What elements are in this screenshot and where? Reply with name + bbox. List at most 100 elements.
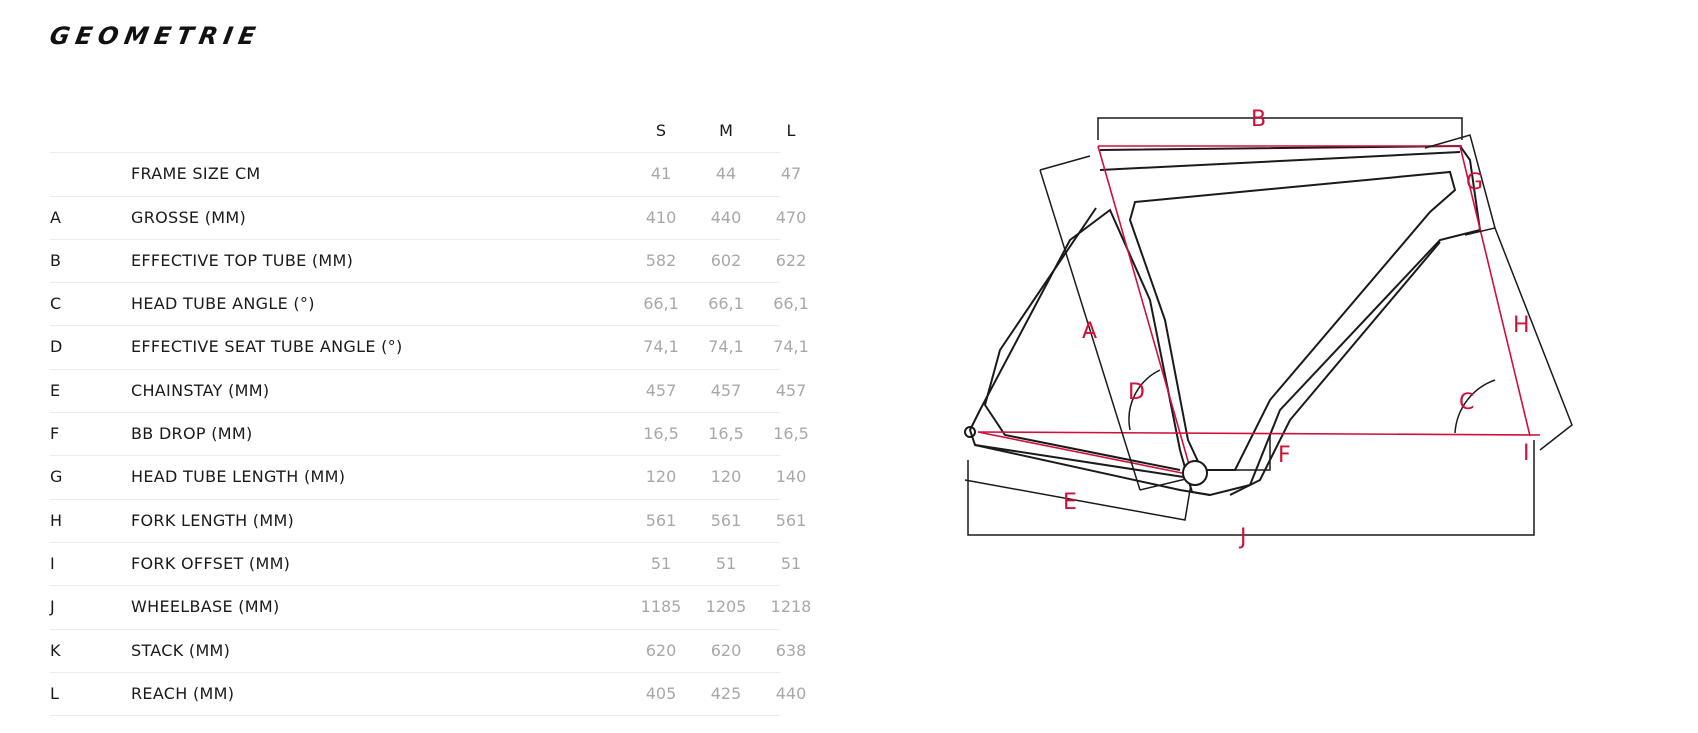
row-key: A: [50, 207, 61, 227]
row-label: EFFECTIVE SEAT TUBE ANGLE (°): [131, 337, 403, 357]
value-m: 602: [710, 250, 742, 270]
value-m: 16,5: [708, 424, 744, 444]
value-s: 457: [645, 380, 677, 400]
table-row: D EFFECTIVE SEAT TUBE ANGLE (°) 74,1 74,1 74…: [50, 326, 809, 370]
value-m: 440: [710, 207, 742, 227]
row-key: J: [50, 597, 55, 617]
label-i: I: [1523, 441, 1530, 466]
value-s: 51: [650, 553, 672, 573]
value-s: 405: [645, 683, 677, 703]
value-m: 457: [710, 380, 742, 400]
label-f: F: [1278, 443, 1291, 468]
label-h: H: [1513, 313, 1530, 338]
label-j: J: [1238, 525, 1247, 550]
value-s: 620: [645, 640, 677, 660]
row-key: B: [50, 250, 61, 270]
row-key: K: [50, 640, 61, 660]
table-row: C HEAD TUBE ANGLE (°) 66,1 66,1 66,1: [50, 283, 809, 327]
value-s: 66,1: [643, 294, 679, 314]
row-label: FRAME SIZE CM: [131, 164, 261, 184]
bike-frame-outline: [968, 144, 1482, 497]
table-row: F BB DROP (MM) 16,5 16,5 16,5: [50, 413, 809, 457]
row-label: STACK (MM): [131, 640, 231, 660]
table-row: L REACH (MM) 405 425 440: [50, 673, 806, 717]
value-s: 41: [650, 164, 672, 184]
row-key: I: [50, 553, 55, 573]
table-row: B EFFECTIVE TOP TUBE (MM) 582 602 622: [50, 240, 806, 284]
table-row: FRAME SIZE CM 41 44 47: [50, 153, 801, 197]
column-header-l: L: [786, 121, 796, 140]
row-label: FORK LENGTH (MM): [131, 510, 295, 530]
row-label: HEAD TUBE LENGTH (MM): [131, 467, 346, 487]
value-s: 74,1: [643, 337, 679, 357]
accent-geometry-lines: [977, 145, 1541, 476]
label-a: A: [1082, 319, 1097, 344]
value-s: 16,5: [643, 424, 679, 444]
frame-geometry-diagram: B G A H D C F I E J: [964, 107, 1573, 550]
value-l: 66,1: [773, 294, 809, 314]
value-l: 440: [775, 683, 807, 703]
row-label: EFFECTIVE TOP TUBE (MM): [131, 250, 354, 270]
value-l: 470: [775, 207, 807, 227]
value-l: 638: [775, 640, 807, 660]
value-s: 410: [645, 207, 677, 227]
value-m: 74,1: [708, 337, 744, 357]
value-m: 425: [710, 683, 742, 703]
row-key: L: [50, 683, 59, 703]
row-key: H: [50, 510, 63, 530]
label-g: G: [1466, 170, 1483, 195]
value-l: 140: [775, 467, 807, 487]
row-label: WHEELBASE (MM): [131, 597, 280, 617]
row-label: FORK OFFSET (MM): [131, 553, 291, 573]
label-b: B: [1251, 107, 1266, 132]
row-label: REACH (MM): [131, 683, 235, 703]
value-l: 51: [780, 553, 802, 573]
row-key: F: [50, 424, 60, 444]
value-l: 1218: [770, 597, 812, 617]
table-row: A GROSSE (MM) 410 440 470: [50, 197, 806, 240]
rear-axle: [964, 426, 976, 438]
value-m: 51: [715, 553, 737, 573]
row-label: GROSSE (MM): [131, 207, 247, 227]
label-d: D: [1128, 380, 1145, 405]
value-l: 74,1: [773, 337, 809, 357]
value-m: 44: [715, 164, 737, 184]
value-m: 66,1: [708, 294, 744, 314]
row-key: E: [50, 380, 61, 400]
table-row: I FORK OFFSET (MM) 51 51 51: [50, 543, 801, 587]
row-key: G: [50, 467, 63, 487]
value-s: 1185: [640, 597, 682, 617]
value-l: 622: [775, 250, 807, 270]
page-title: GEOMETRIE: [47, 22, 264, 50]
table-row: E CHAINSTAY (MM) 457 457 457: [50, 370, 806, 414]
value-s: 561: [645, 510, 677, 530]
column-header-m: M: [719, 121, 733, 140]
table-header-row: S M L: [50, 110, 795, 154]
row-key: D: [50, 337, 63, 357]
label-e: E: [1063, 490, 1077, 515]
value-m: 120: [710, 467, 742, 487]
value-l: 16,5: [773, 424, 809, 444]
row-key: C: [50, 294, 62, 314]
table-row: H FORK LENGTH (MM) 561 561 561: [50, 500, 806, 543]
column-header-s: S: [655, 121, 667, 140]
row-label: CHAINSTAY (MM): [131, 380, 270, 400]
value-l: 457: [775, 380, 807, 400]
table-row: J WHEELBASE (MM) 1185 1205 1218: [50, 586, 811, 630]
bottom-bracket: [1182, 460, 1208, 486]
value-m: 620: [710, 640, 742, 660]
construction-lines: [964, 134, 1573, 536]
value-l: 47: [780, 164, 802, 184]
row-label: HEAD TUBE ANGLE (°): [131, 294, 315, 314]
value-l: 561: [775, 510, 807, 530]
value-m: 1205: [705, 597, 747, 617]
value-m: 561: [710, 510, 742, 530]
dimension-b: [1097, 117, 1463, 140]
table-row: K STACK (MM) 620 620 638: [50, 630, 806, 673]
row-label: BB DROP (MM): [131, 424, 253, 444]
label-c: C: [1459, 390, 1474, 415]
value-s: 582: [645, 250, 677, 270]
